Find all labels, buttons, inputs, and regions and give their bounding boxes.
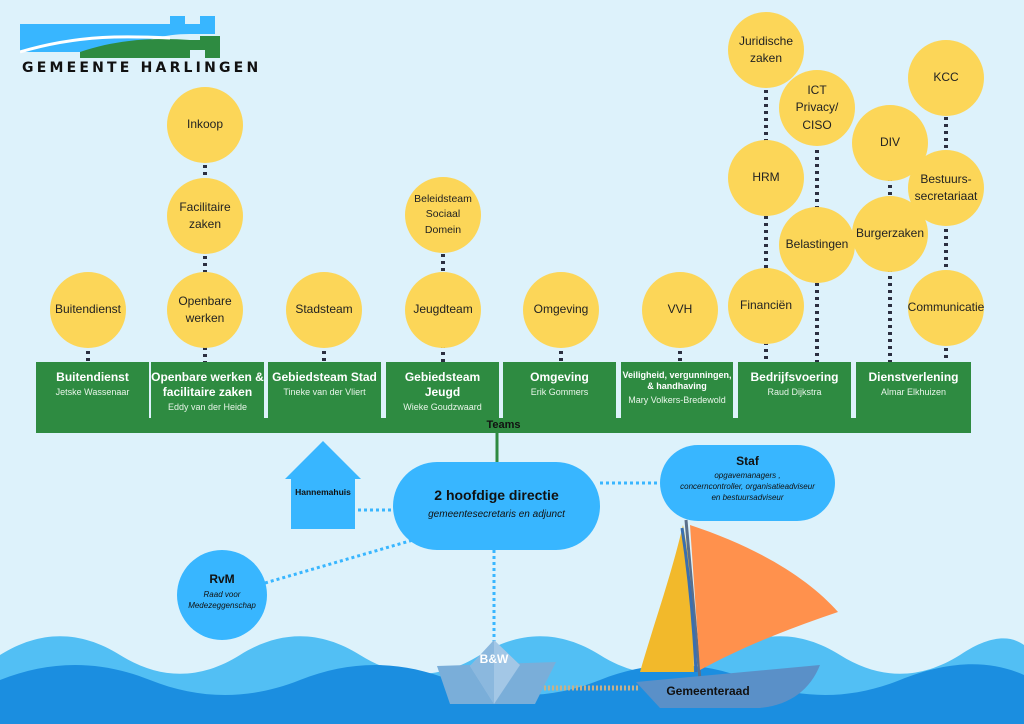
department-head: Mary Volkers-Bredewold (628, 394, 726, 405)
bw-label: B&W (479, 652, 509, 666)
logo-text: GEMEENTE HARLINGEN (22, 60, 262, 76)
department-head: Almar Elkhuizen (880, 387, 947, 397)
department-name: Gebiedsteam Jeugd (404, 370, 481, 399)
staf-subtitle: opgavemanagers , concerncontroller, orga… (680, 471, 815, 502)
department-name: Veiligheid, vergunningen, & handhaving (622, 370, 732, 392)
department-name: Dienstverlening (868, 370, 959, 384)
team-circle: Belastingen (779, 207, 855, 283)
directie-node: 2 hoofdige directie gemeentesecretaris e… (393, 462, 600, 550)
team-circle: KCC (908, 40, 984, 116)
team-circle: Inkoop (167, 87, 243, 163)
staf-node: Staf opgavemanagers , concerncontroller,… (660, 445, 835, 521)
team-circle: HRM (728, 140, 804, 216)
department-head: Erik Gommers (530, 387, 589, 397)
house-icon (285, 441, 361, 529)
department-name: Omgeving (530, 370, 589, 384)
team-circle: Juridische zaken (728, 12, 804, 88)
department-head: Eddy van der Heide (167, 402, 248, 412)
directie-title: 2 hoofdige directie (434, 487, 559, 503)
team-circle: VVH (642, 272, 718, 348)
logo-icon (20, 16, 220, 58)
team-circle: Beleidsteam Sociaal Domein (405, 177, 481, 253)
rvm-node: RvM Raad voor Medezeggenschap (177, 550, 267, 640)
staf-title: Staf (736, 454, 759, 468)
team-circle: Openbare werken (167, 272, 243, 348)
department-head: Jetske Wassenaar (55, 387, 130, 397)
team-circle: ICT Privacy/ CISO (779, 70, 855, 146)
department-name: Gebiedsteam Stad (272, 370, 377, 384)
teams-bar: Teams (36, 418, 971, 433)
team-circle: Financiën (728, 268, 804, 344)
rvm-title: RvM (209, 572, 235, 586)
hannemahuis-label: Hannemahuis (295, 487, 351, 497)
rvm-subtitle: Raad voor Medezeggenschap (188, 590, 256, 611)
department-name: Buitendienst (56, 370, 129, 384)
team-circle: Buitendienst (50, 272, 126, 348)
team-circle: Jeugdteam (405, 272, 481, 348)
directie-subtitle: gemeentesecretaris en adjunct (428, 509, 565, 520)
team-circle: Facilitaire zaken (167, 178, 243, 254)
department-name: Openbare werken & facilitaire zaken (151, 370, 264, 399)
department-head: Tineke van der Vliert (283, 387, 366, 397)
team-circle: Communicatie (908, 270, 984, 346)
department-name: Bedrijfsvoering (750, 370, 839, 384)
team-circle: Omgeving (523, 272, 599, 348)
team-circle: Stadsteam (286, 272, 362, 348)
department-head: Wieke Goudzwaard (403, 402, 482, 412)
gemeenteraad-label: Gemeenteraad (666, 684, 750, 698)
team-circle: Bestuurs- secretariaat (908, 150, 984, 226)
department-head: Raud Dijkstra (767, 387, 822, 397)
